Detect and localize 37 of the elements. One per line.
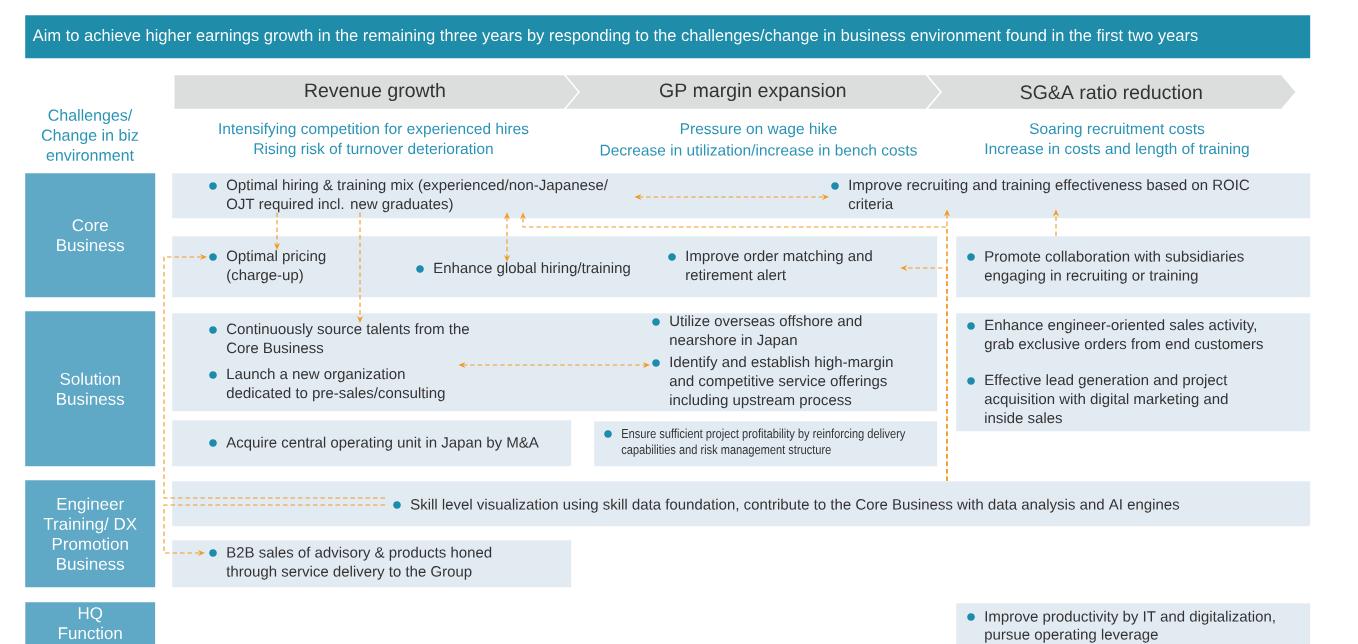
bullet-item: Enhance global hiring/training bbox=[416, 262, 630, 277]
bullet-item: Optimal pricing (charge-up) bbox=[209, 250, 326, 284]
chevron-header: Revenue growth bbox=[173, 73, 592, 111]
bullet-item: Optimal hiring & training mix (experienced/non-Japanese/ OJT required incl. new graduates) bbox=[209, 179, 608, 213]
challenge-text: Increase in costs and length of training bbox=[985, 142, 1249, 158]
challenge-text: Intensifying competition for experienced hires bbox=[219, 122, 529, 138]
column-heading: Challenges/ Change in biz environment bbox=[41, 109, 139, 161]
challenge-text: Pressure on wage hike bbox=[680, 122, 837, 138]
item-box: Acquire central operating unit in Japan by M&A bbox=[172, 420, 572, 467]
row-header: Core Business bbox=[25, 173, 156, 298]
chevron-header: SG&A ratio reduction bbox=[924, 73, 1298, 111]
bullet-item: Enhance engineer-oriented sales activity, grab exclusive orders from end customers bbox=[967, 319, 1263, 353]
challenge-text: Decrease in utilization/increase in bench costs bbox=[600, 144, 917, 156]
item-box: Improve productivity by IT and digitalization, pursue operating leverage bbox=[956, 603, 1311, 644]
title-banner: Aim to achieve higher earnings growth in the remaining three years by responding to the challenges/change in business environment found in the first two years bbox=[25, 15, 1311, 59]
panel-box bbox=[172, 236, 938, 298]
bullet-item: Effective lead generation and project acquisition with digital marketing and inside sales bbox=[967, 374, 1228, 424]
dashed-arrow bbox=[163, 253, 386, 499]
bullet-item: Continuously source talents from the Core Business bbox=[209, 323, 469, 354]
item-box: Ensure sufficient project profitability by reinforcing delivery capabilities and risk management structure bbox=[594, 421, 938, 467]
panel-box bbox=[172, 173, 1311, 219]
row-header: Engineer Training/ DX Promotion Business bbox=[25, 480, 156, 588]
row-header: HQ Function bbox=[25, 602, 156, 644]
bullet-item: Launch a new organization dedicated to pre-sales/consulting bbox=[209, 368, 445, 402]
panel-box bbox=[956, 313, 1311, 432]
challenge-text: Rising risk of turnover deterioration bbox=[254, 142, 493, 158]
row-header: Solution Business bbox=[25, 311, 156, 467]
panel-box bbox=[172, 313, 938, 412]
bullet-item: Improve order matching and retirement alert bbox=[668, 250, 872, 281]
item-box: B2B sales of advisory & products honed through service delivery to the Group bbox=[172, 540, 572, 588]
bullet-item: Utilize overseas offshore and nearshore in Japan bbox=[652, 315, 862, 349]
chevron-header: GP margin expansion bbox=[562, 73, 943, 111]
item-box: Skill level visualization using skill data foundation, contribute to the Core Business with data analysis and AI engines bbox=[172, 481, 1311, 527]
item-box: Promote collaboration with subsidiaries engaging in recruiting or training bbox=[956, 236, 1311, 298]
bullet-item: Improve recruiting and training effectiveness based on ROIC criteria bbox=[831, 179, 1250, 210]
bullet-item: Identify and establish high-margin and competitive service offerings including upstream process bbox=[652, 356, 893, 409]
challenge-text: Soaring recruitment costs bbox=[1029, 122, 1205, 138]
